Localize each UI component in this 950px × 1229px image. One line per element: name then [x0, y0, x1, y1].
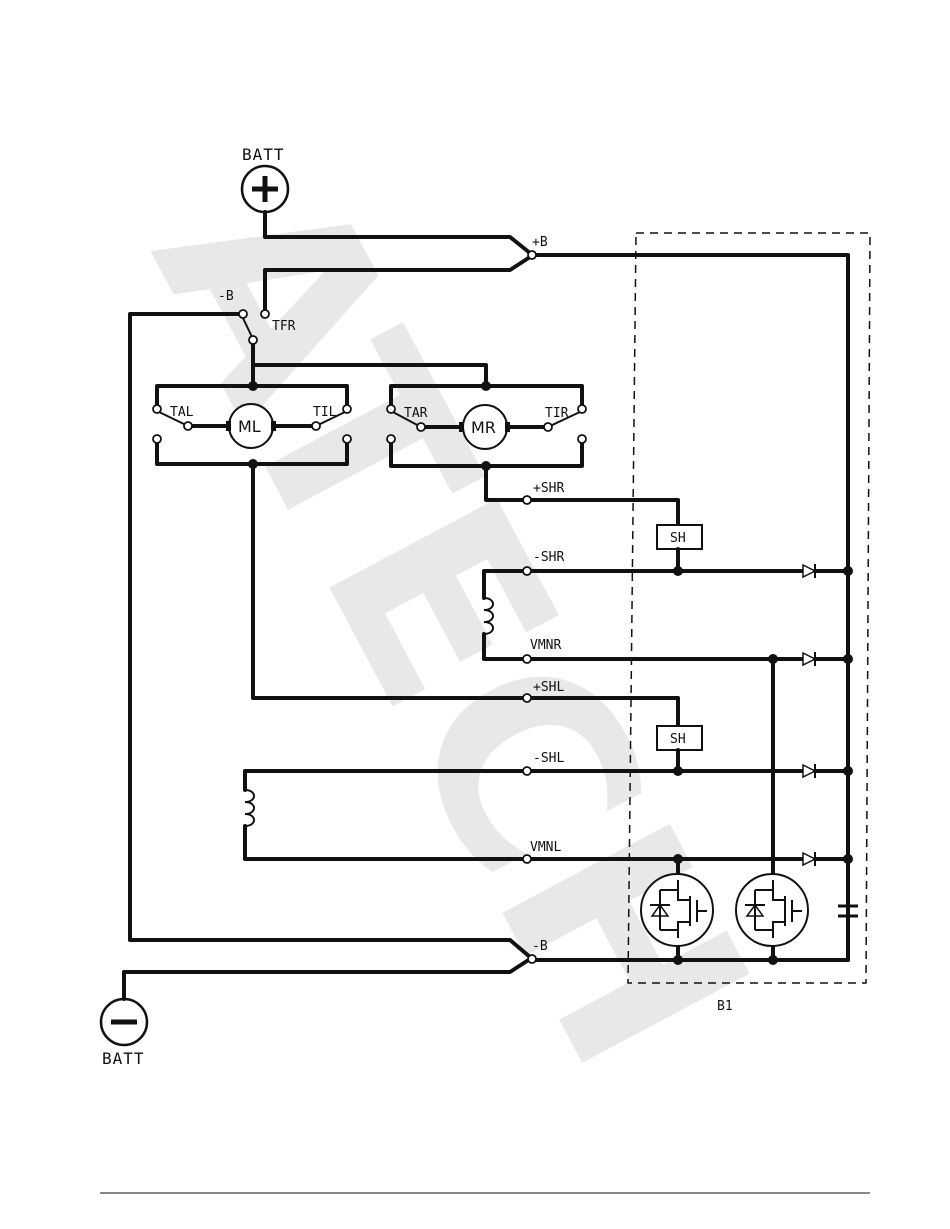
controller-label: B1 [717, 999, 733, 1014]
watermark: ATECH [95, 137, 805, 1113]
minus-b-top-label: -B [218, 289, 234, 304]
minus-b-bottom-label: -B [532, 939, 548, 954]
diode-icon [803, 652, 848, 666]
tal-label: TAL [170, 405, 194, 420]
vmnl-label: VMNL [530, 840, 561, 855]
tfr-label: TFR [272, 319, 296, 334]
diode-icon [803, 564, 848, 578]
watermark-text: ATECH [95, 137, 805, 1113]
minus-shl-label: -SHL [533, 751, 564, 766]
diode-icon [803, 852, 848, 866]
diode-icon [803, 764, 848, 778]
mosfet-right [736, 659, 808, 965]
field-coil-left-icon [245, 790, 254, 826]
tar-label: TAR [404, 406, 428, 421]
minus-shr-label: -SHR [533, 550, 564, 565]
shunt-right-label: SH [670, 531, 686, 546]
battery-negative-label: BATT [102, 1049, 145, 1068]
shunt-left-label: SH [670, 732, 686, 747]
tir-label: TIR [545, 406, 569, 421]
vmnr-label: VMNR [530, 638, 561, 653]
motor-left-label: ML [238, 417, 261, 436]
til-label: TIL [313, 405, 337, 420]
battery-negative: BATT [101, 999, 147, 1068]
plus-shr-label: +SHR [533, 481, 564, 496]
plus-b-label: +B [532, 235, 548, 250]
battery-positive-label: BATT [242, 145, 285, 164]
battery-positive: BATT [242, 145, 288, 212]
diodes [803, 564, 853, 866]
motor-right-label: MR [471, 418, 496, 437]
plus-shl-label: +SHL [533, 680, 564, 695]
